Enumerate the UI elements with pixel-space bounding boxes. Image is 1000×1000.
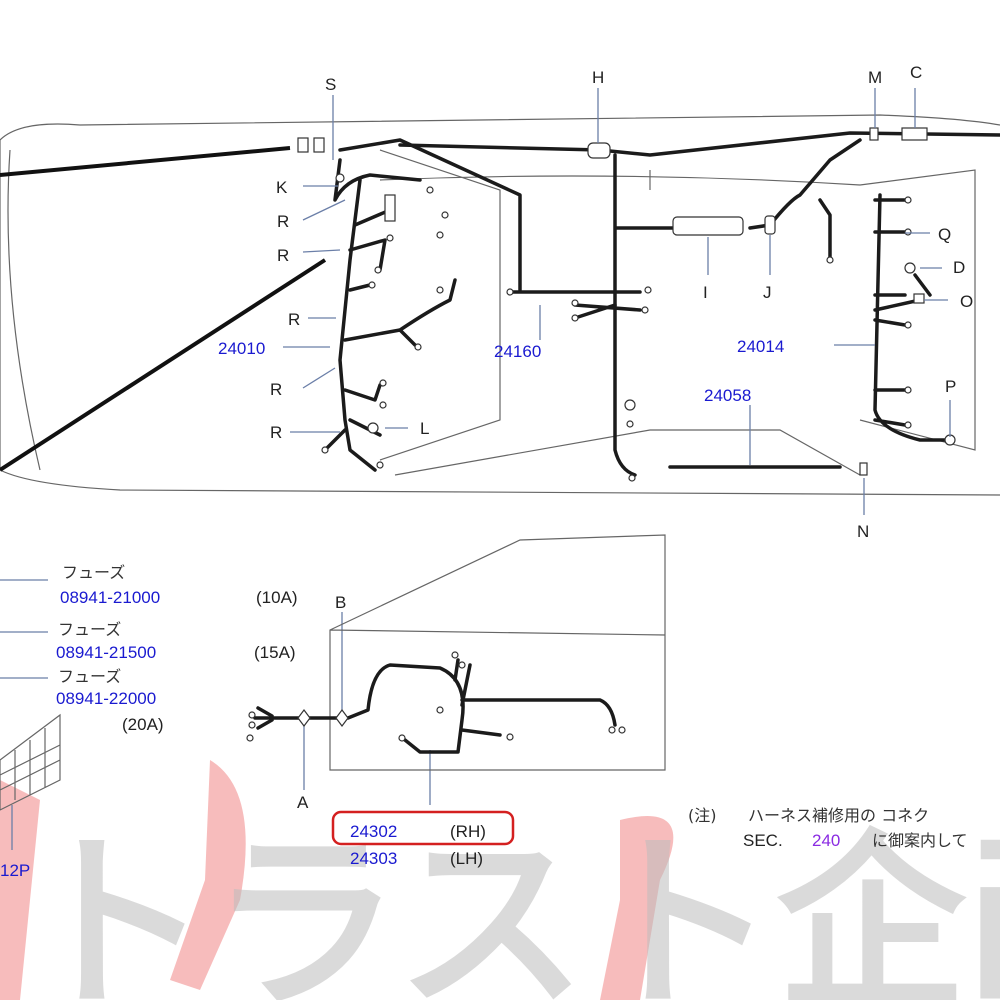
- callout-r: R: [277, 212, 289, 231]
- callout-k: K: [276, 178, 288, 197]
- car-body-outline: [0, 114, 1000, 496]
- side-rh: (RH): [450, 822, 486, 841]
- callout-r: R: [270, 380, 282, 399]
- watermark: トラスト企画: [0, 760, 1000, 1000]
- watermark-accent: [0, 780, 40, 1000]
- callout-i: I: [703, 283, 708, 302]
- harness-24010: [297, 137, 522, 472]
- fuse-name: フューズ: [58, 667, 121, 686]
- fuse-part-number[interactable]: 08941-21000: [60, 588, 160, 607]
- callout-p: P: [945, 377, 956, 396]
- harness-24014: [873, 193, 956, 446]
- part-number-24302[interactable]: 24302: [350, 822, 397, 841]
- part-number-24058[interactable]: 24058: [704, 386, 751, 405]
- callout-n: N: [857, 522, 869, 541]
- fuse-part-number[interactable]: 08941-21500: [56, 643, 156, 662]
- callout-h: H: [592, 68, 604, 87]
- part-number-24303[interactable]: 24303: [350, 849, 397, 868]
- part-number-24160[interactable]: 24160: [494, 342, 541, 361]
- callout-c: C: [910, 63, 922, 82]
- watermark-accent: [170, 760, 246, 990]
- callout-b: B: [335, 593, 346, 612]
- callout-q: Q: [938, 225, 951, 244]
- callout-j: J: [763, 283, 772, 302]
- callout-s: S: [325, 75, 336, 94]
- watermark-accent: [600, 816, 674, 1000]
- connector-12p-label: 12P: [0, 861, 30, 880]
- note-prefix: (注): [688, 806, 717, 825]
- door-harness: [246, 534, 666, 771]
- highlight-box: [331, 810, 515, 846]
- side-lh: (LH): [450, 849, 483, 868]
- note-line1: ハーネス補修用の コネク: [748, 806, 929, 825]
- fuse-name: フューズ: [62, 563, 125, 582]
- fuse-rating: (10A): [256, 588, 298, 607]
- callout-r: R: [277, 246, 289, 265]
- note-line2: に御案内して: [872, 831, 968, 850]
- fuse-rating: (15A): [254, 643, 296, 662]
- fuse-box-drawing: [0, 713, 61, 850]
- part-number-24014[interactable]: 24014: [737, 337, 784, 356]
- cable-line: [0, 146, 291, 177]
- cable-line: [0, 258, 327, 472]
- note: (注) ハーネス補修用の コネク SEC. 240 に御案内して: [688, 806, 968, 850]
- callout-a: A: [297, 793, 309, 812]
- callout-r: R: [288, 310, 300, 329]
- fuse-list: フューズ 08941-21000 (10A) フューズ 08941-21500 …: [56, 563, 298, 734]
- callout-r: R: [270, 423, 282, 442]
- fuse-part-number[interactable]: 08941-22000: [56, 689, 156, 708]
- note-sec: SEC.: [743, 831, 783, 850]
- callout-d: D: [953, 258, 965, 277]
- section-link-240[interactable]: 240: [812, 831, 840, 850]
- fuse-name: フューズ: [58, 620, 121, 639]
- part-number-24010[interactable]: 24010: [218, 339, 265, 358]
- callout-l: L: [420, 419, 429, 438]
- harness-24160: [398, 127, 1000, 482]
- watermark-text: トラスト企画: [20, 814, 1000, 1000]
- leader-lines: [0, 88, 951, 805]
- callout-o: O: [960, 292, 973, 311]
- fuse-rating: (20A): [122, 715, 164, 734]
- callout-m: M: [868, 68, 882, 87]
